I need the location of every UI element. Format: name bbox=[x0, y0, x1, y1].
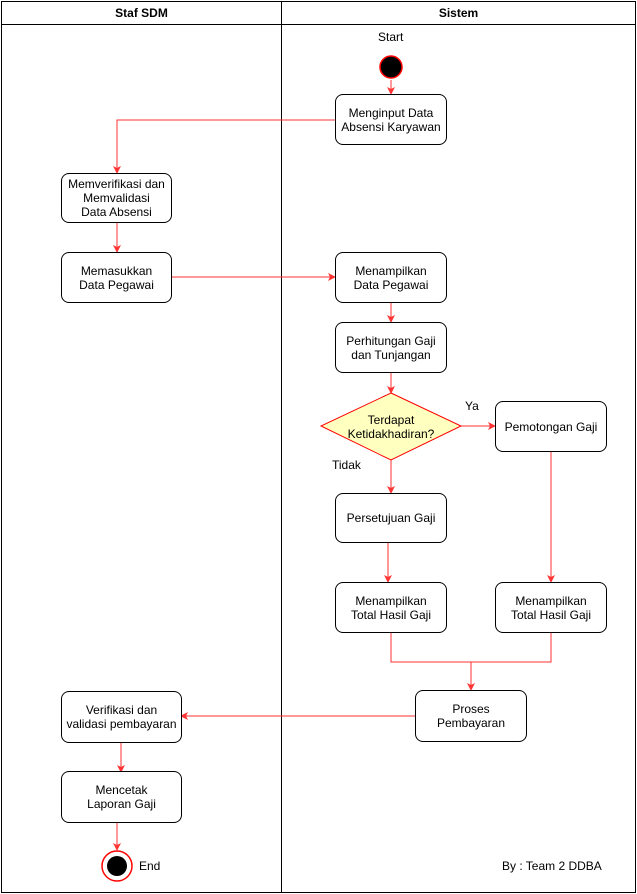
lane-header-staf-sdm: Staf SDM bbox=[1, 1, 282, 25]
edge-input-to-verify bbox=[113, 119, 335, 174]
node-enter-employee: Memasukkan Data Pegawai bbox=[61, 252, 172, 303]
node-calc-salary: Perhitungan Gaji dan Tunjangan bbox=[335, 322, 447, 373]
yes-label: Ya bbox=[465, 399, 479, 413]
node-verify-attendance: Memverifikasi dan Memvalidasi Data Absen… bbox=[61, 173, 172, 223]
node-salary-cut: Pemotongan Gaji bbox=[495, 401, 607, 452]
no-label: Tidak bbox=[332, 458, 361, 472]
node-verify-payment: Verifikasi dan validasi pembayaran bbox=[61, 691, 182, 743]
end-node-inner bbox=[107, 856, 127, 876]
start-label: Start bbox=[378, 30, 404, 44]
node-payment-process: Proses Pembayaran bbox=[415, 690, 527, 742]
node-print-report: Mencetak Laporan Gaji bbox=[61, 771, 182, 823]
node-show-employee: Menampilkan Data Pegawai bbox=[335, 252, 447, 303]
end-label: End bbox=[139, 859, 161, 873]
lane-header-sistem: Sistem bbox=[281, 1, 636, 25]
credit-label: By : Team 2 DDBA bbox=[502, 859, 602, 873]
node-salary-approval: Persetujuan Gaji bbox=[335, 493, 447, 543]
decision-text: Terdapat Ketidakhadiran? bbox=[347, 412, 435, 441]
node-total-left: Menampilkan Total Hasil Gaji bbox=[335, 582, 447, 633]
node-input-attendance: Menginput Data Absensi Karyawan bbox=[335, 94, 447, 145]
node-total-right: Menampilkan Total Hasil Gaji bbox=[495, 582, 607, 633]
decision-diamond bbox=[319, 392, 463, 461]
edge-merge-to-payment bbox=[390, 632, 552, 690]
start-node bbox=[379, 55, 403, 79]
lane-sistem bbox=[281, 1, 636, 893]
